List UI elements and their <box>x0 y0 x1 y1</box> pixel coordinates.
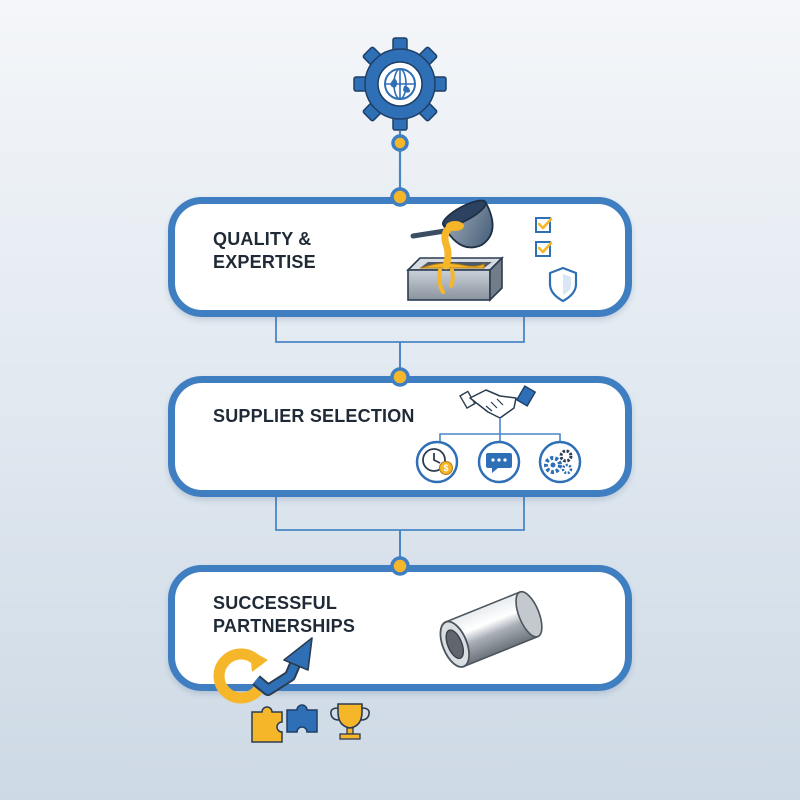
step-title-supplier-selection: SUPPLIER SELECTION <box>213 406 415 426</box>
step-card-partnerships: SUCCESSFUL PARTNERSHIPS <box>168 565 632 691</box>
step-card-quality: QUALITY & EXPERTISE <box>168 197 632 317</box>
step-title-partnerships: SUCCESSFUL PARTNERSHIPS <box>213 593 356 636</box>
node-dots <box>390 134 410 576</box>
step-title-quality: QUALITY & EXPERTISE <box>213 229 316 272</box>
gear-globe-icon <box>353 37 447 131</box>
metal-cylinder-icon <box>439 590 543 668</box>
checkbox-icon <box>535 241 553 257</box>
mold-icon <box>406 256 504 302</box>
branch-lines <box>439 418 561 442</box>
svg-text:$: $ <box>443 463 448 473</box>
gears-icon <box>538 440 582 484</box>
chat-bubble-icon <box>477 440 521 484</box>
ladle-pouring-icon <box>410 199 494 270</box>
shield-icon <box>548 266 578 303</box>
checkbox-icon <box>535 217 553 233</box>
puzzle-pieces-icon <box>251 704 318 743</box>
clock-dollar-icon: $ <box>415 440 459 484</box>
handshake-icon <box>459 385 537 419</box>
growth-arrow-icon <box>252 637 313 696</box>
cycle-arrow-icon <box>213 648 268 704</box>
trophy-icon <box>330 703 370 740</box>
